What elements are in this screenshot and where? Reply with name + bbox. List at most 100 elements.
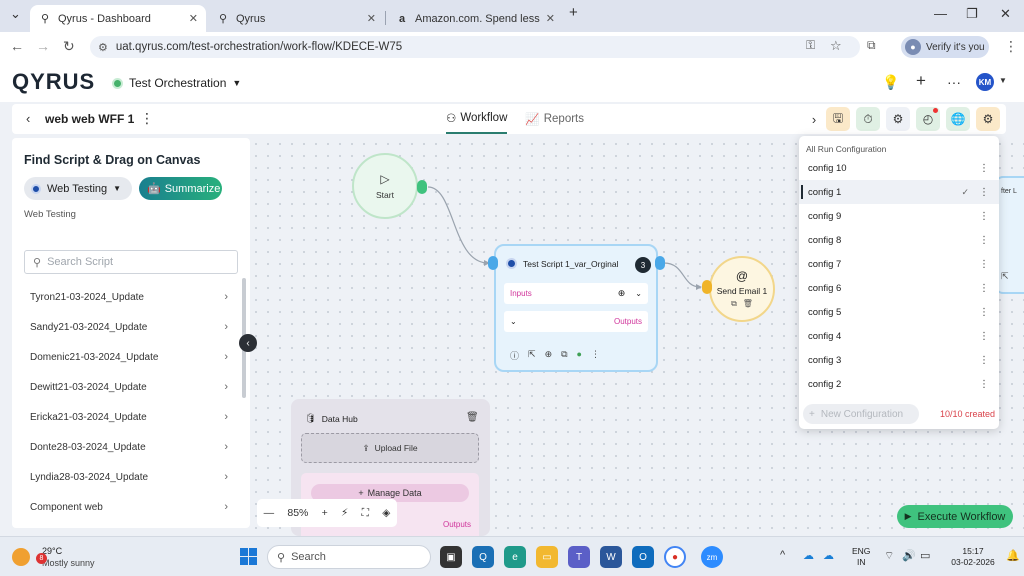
word-icon[interactable]: W (600, 546, 622, 568)
timer-icon[interactable]: ⏱ (856, 107, 880, 131)
onedrive-business-icon[interactable]: ☁ (823, 550, 834, 562)
more-vertical-icon[interactable]: ⋮ (979, 330, 989, 342)
history-icon[interactable]: ◴ (916, 107, 940, 131)
verify-profile-button[interactable]: ● Verify it's you (901, 36, 989, 58)
list-item[interactable]: Dewitt21-03-2024_Update› (24, 372, 234, 402)
onedrive-icon[interactable]: ☁ (803, 550, 814, 562)
config-item[interactable]: config 7⋮ (799, 252, 999, 276)
list-item[interactable]: Donte28-03-2024_Update› (24, 432, 234, 462)
globe-icon[interactable]: 🌐 (946, 107, 970, 131)
task-view-icon[interactable]: ▣ (440, 546, 462, 568)
more-vertical-icon[interactable]: ⋮ (590, 349, 600, 359)
caret-down-icon[interactable]: ▼ (999, 76, 1007, 85)
user-avatar[interactable]: KM (976, 73, 994, 91)
outputs-row[interactable]: ⌄ Outputs (504, 311, 648, 332)
bookmark-star-icon[interactable]: ☆ (830, 38, 842, 53)
config-item[interactable]: config 9⋮ (799, 204, 999, 228)
file-explorer-icon[interactable]: ▭ (536, 546, 558, 568)
zoom-app-icon[interactable]: zm (701, 546, 723, 568)
list-item[interactable]: Component web› (24, 492, 234, 522)
more-vertical-icon[interactable]: ⋮ (979, 186, 989, 198)
copy-icon[interactable]: ⧉ (731, 299, 737, 308)
summarize-button[interactable]: 🤖 Summarize (139, 177, 222, 200)
add-icon[interactable]: + (916, 71, 926, 90)
inputs-row[interactable]: Inputs ⊕⌄ (504, 283, 648, 304)
config-item[interactable]: config 8⋮ (799, 228, 999, 252)
fit-screen-icon[interactable]: ⛶ (361, 506, 370, 519)
open-external-icon[interactable]: ⇱ (1001, 271, 1009, 281)
notification-bell-icon[interactable]: 🔔 (1006, 550, 1020, 562)
browser-menu-icon[interactable]: ⋮ (1004, 38, 1018, 54)
tab-search-chevron-icon[interactable]: ⌄ (10, 6, 21, 21)
more-vertical-icon[interactable]: ⋮ (979, 282, 989, 294)
wifi-icon[interactable]: ⌔ (884, 550, 895, 562)
config-item[interactable]: config 5⋮ (799, 300, 999, 324)
edge-icon[interactable]: e (504, 546, 526, 568)
manage-data-button[interactable]: + Manage Data (311, 484, 469, 502)
trash-icon[interactable]: 🗑 (742, 299, 753, 308)
copy-icon[interactable]: ⧉ (561, 349, 568, 359)
magic-wand-icon[interactable]: ⚡ (341, 507, 349, 519)
list-item[interactable]: Tyron21-03-2024_Update› (24, 282, 234, 312)
config-item[interactable]: config 10⋮ (799, 156, 999, 180)
minimize-icon[interactable]: — (934, 6, 947, 21)
list-item[interactable]: Sandy21-03-2024_Update› (24, 312, 234, 342)
window-close-icon[interactable]: ✕ (1000, 6, 1011, 21)
list-item[interactable]: Lyndia28-03-2024_Update› (24, 462, 234, 492)
volume-icon[interactable]: 🔊 (902, 550, 916, 562)
start-output-port[interactable] (417, 180, 427, 194)
more-vertical-icon[interactable]: ⋮ (979, 258, 989, 270)
taskbar-search[interactable]: ⚲ Search (267, 545, 431, 569)
layers-icon[interactable]: ◈ (382, 507, 391, 519)
qyrus-logo[interactable]: QYRUS (12, 69, 96, 94)
browser-tab-qyrus-dashboard[interactable]: ⚲ Qyrus - Dashboard ✕ (30, 5, 206, 32)
url-omnibox[interactable]: ⚙ uat.qyrus.com/test-orchestration/work-… (90, 36, 860, 58)
test-script-node[interactable]: Test Script 1_var_Orginal 3 Inputs ⊕⌄ ⌄ … (494, 244, 658, 372)
tray-chevron-up-icon[interactable]: ^ (780, 549, 786, 561)
browser-tab-qyrus[interactable]: ⚲ Qyrus ✕ (208, 5, 384, 32)
execute-workflow-button[interactable]: ▶ Execute Workflow (897, 505, 1013, 528)
forward-arrow-icon[interactable]: → (36, 38, 50, 54)
script-output-port[interactable] (655, 256, 665, 270)
project-selector[interactable]: Test Orchestration ▼ (112, 76, 241, 90)
workflow-menu-icon[interactable]: ⋮ (140, 110, 154, 126)
email-input-port[interactable] (702, 280, 712, 294)
close-icon[interactable]: ✕ (188, 13, 198, 25)
script-input-port[interactable] (488, 256, 498, 270)
zoom-out-icon[interactable]: — (263, 507, 275, 519)
script-search-box[interactable]: ⚲ (24, 250, 238, 274)
config-item-selected[interactable]: config 1✓⋮ (799, 180, 999, 204)
start-node[interactable]: ▷ Start (352, 153, 418, 219)
send-email-node[interactable]: @ Send Email 1 ⧉🗑 (709, 256, 775, 322)
config-item[interactable]: config 2⋮ (799, 372, 999, 396)
collapse-panel-button[interactable]: ‹ (239, 334, 257, 352)
more-vertical-icon[interactable]: ⋮ (979, 378, 989, 390)
tab-reports[interactable]: 📈 Reports (525, 104, 584, 134)
restore-icon[interactable]: ❐ (966, 6, 978, 21)
chrome-icon[interactable]: ● (664, 546, 686, 568)
run-config-gear-icon[interactable]: ⚙ (976, 107, 1000, 131)
browser-tab-amazon[interactable]: a Amazon.com. Spend less. Smile ✕ (387, 5, 563, 32)
qyrus-app-icon[interactable]: Q (472, 546, 494, 568)
extensions-icon[interactable]: ⧉ (867, 38, 876, 52)
more-vertical-icon[interactable]: ⋮ (979, 162, 989, 174)
site-info-icon[interactable]: ⚙ (98, 41, 108, 54)
android-icon[interactable]: ● (576, 349, 582, 359)
settings-gear-icon[interactable]: ⚙ (886, 107, 910, 131)
chevron-right-icon[interactable]: › (811, 111, 817, 127)
partially-hidden-node[interactable]: fter L ⇱ (995, 176, 1024, 294)
trash-icon[interactable]: 🗑 (466, 412, 479, 423)
script-search-input[interactable] (47, 256, 228, 268)
more-vertical-icon[interactable]: ⋮ (979, 210, 989, 222)
outlook-icon[interactable]: O (632, 546, 654, 568)
upload-file-button[interactable]: ⇪ Upload File (301, 433, 479, 463)
zoom-in-icon[interactable]: + (321, 507, 328, 519)
tab-workflow[interactable]: ⚇ Workflow (446, 104, 508, 134)
back-chevron-icon[interactable]: ‹ (26, 111, 31, 126)
new-tab-icon[interactable]: + (569, 4, 578, 21)
testing-type-select[interactable]: Web Testing ▼ (24, 177, 132, 200)
more-vertical-icon[interactable]: ⋮ (979, 306, 989, 318)
